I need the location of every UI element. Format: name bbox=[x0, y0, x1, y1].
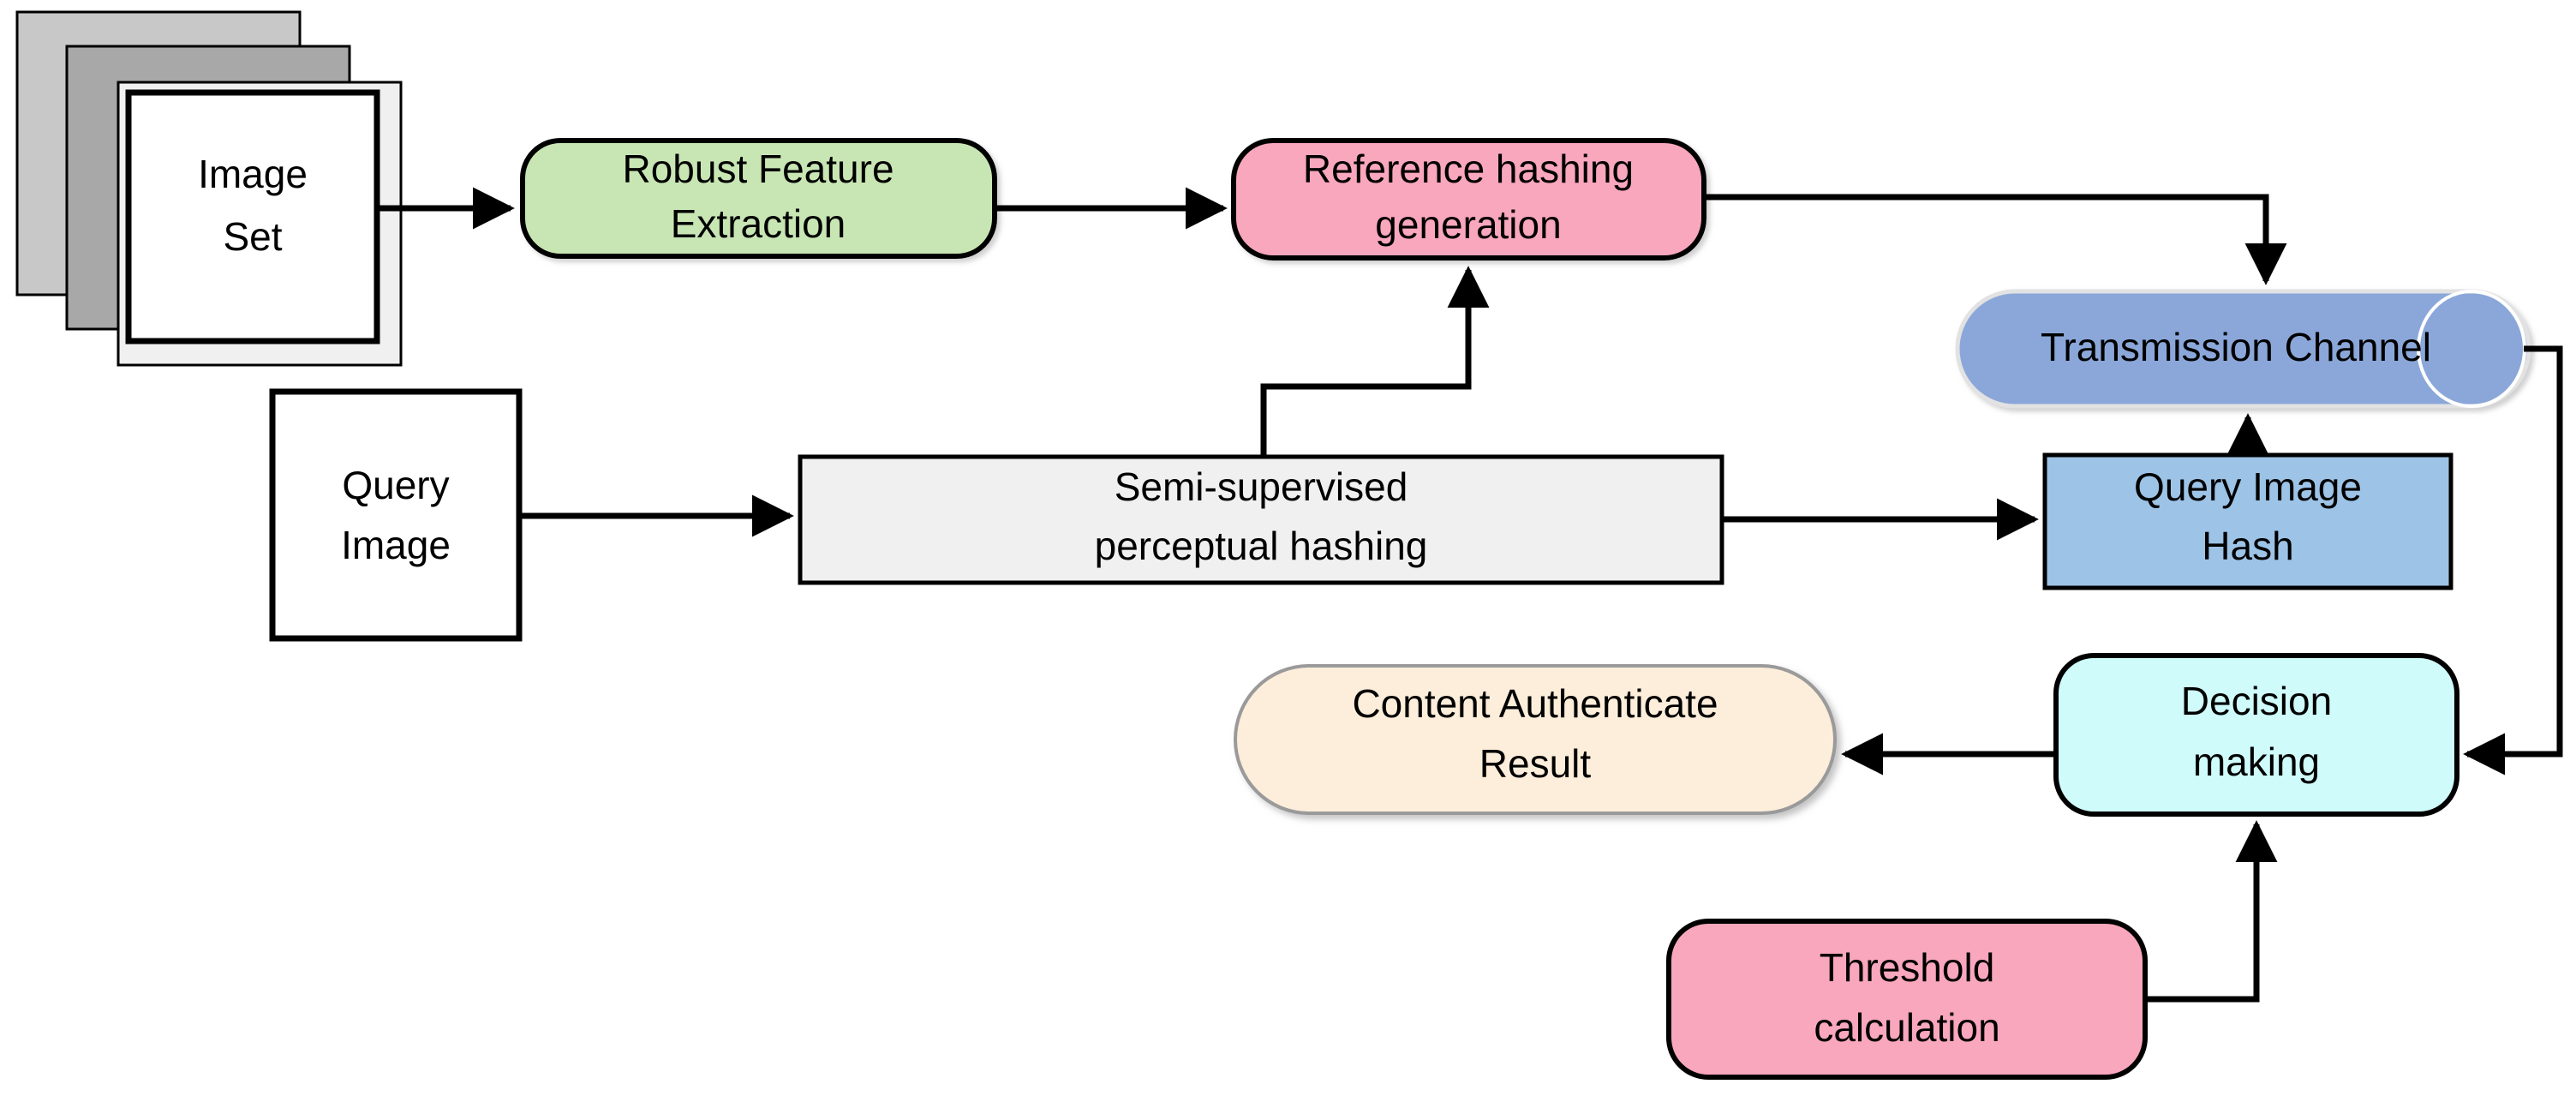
query-image-label-line1: Query bbox=[342, 463, 449, 507]
node-robust-feature-extraction[interactable]: Robust Feature Extraction bbox=[520, 138, 997, 259]
reference-hashing-generation-label-line1: Reference hashing bbox=[1303, 147, 1634, 191]
semi-supervised-perceptual-hashing-label-line2: perceptual hashing bbox=[1095, 524, 1428, 568]
node-query-image[interactable]: Query Image bbox=[269, 388, 523, 642]
content-authenticate-result-label-line1: Content Authenticate bbox=[1352, 681, 1718, 726]
robust-feature-extraction-label-line1: Robust Feature bbox=[622, 147, 894, 191]
decision-making-label-line2: making bbox=[2193, 740, 2320, 784]
query-image-hash-label-line2: Hash bbox=[2202, 524, 2293, 568]
threshold-calculation-label-line2: calculation bbox=[1814, 1005, 1999, 1050]
decision-making-shape bbox=[2053, 653, 2459, 817]
image-set-sheet-front bbox=[125, 89, 380, 344]
query-image-label-line2: Image bbox=[341, 523, 451, 567]
edge-reference-hashing-to-transmission-channel bbox=[1705, 194, 2287, 285]
node-decision-making[interactable]: Decision making bbox=[2053, 653, 2459, 817]
content-authenticate-result-shape bbox=[1234, 664, 1837, 815]
reference-hashing-generation-label-line2: generation bbox=[1375, 202, 1561, 247]
edge-semi-supervised-hashing-to-reference-hashing bbox=[1260, 266, 1490, 457]
semi-supervised-perceptual-hashing-label-line1: Semi-supervised bbox=[1115, 464, 1408, 509]
image-set-label-line1: Image bbox=[198, 152, 308, 196]
node-reference-hashing-generation[interactable]: Reference hashing generation bbox=[1231, 138, 1706, 261]
edge-transmission-channel-to-decision-making bbox=[2463, 345, 2563, 776]
image-set-label-line2: Set bbox=[223, 214, 282, 259]
node-transmission-channel[interactable]: Transmission Channel bbox=[1955, 289, 2531, 409]
query-image-shape bbox=[269, 388, 523, 642]
query-image-hash-shape bbox=[2042, 452, 2453, 590]
node-image-set[interactable]: Image Set bbox=[15, 10, 403, 367]
reference-hashing-generation-shape bbox=[1231, 138, 1706, 261]
decision-making-label-line1: Decision bbox=[2181, 679, 2332, 723]
threshold-calculation-label-line1: Threshold bbox=[1820, 945, 1995, 990]
robust-feature-extraction-label-line2: Extraction bbox=[671, 201, 846, 246]
edge-threshold-calculation-to-decision-making bbox=[2145, 820, 2278, 1003]
transmission-channel-label-line1: Transmission Channel bbox=[2041, 325, 2431, 369]
node-content-authenticate-result[interactable]: Content Authenticate Result bbox=[1234, 664, 1837, 815]
robust-feature-extraction-shape bbox=[520, 138, 997, 259]
content-authenticate-result-label-line2: Result bbox=[1479, 741, 1592, 786]
node-semi-supervised-perceptual-hashing[interactable]: Semi-supervised perceptual hashing bbox=[798, 454, 1724, 585]
semi-supervised-perceptual-hashing-shape bbox=[798, 454, 1724, 585]
node-threshold-calculation[interactable]: Threshold calculation bbox=[1666, 919, 2148, 1080]
node-query-image-hash[interactable]: Query Image Hash bbox=[2042, 452, 2453, 590]
query-image-hash-label-line1: Query Image bbox=[2134, 464, 2362, 509]
